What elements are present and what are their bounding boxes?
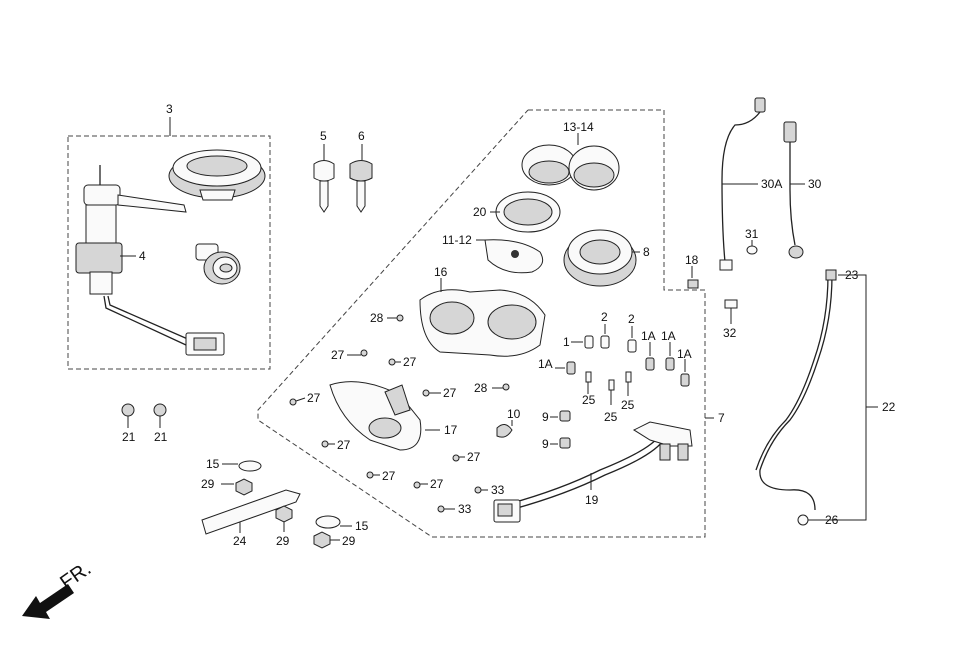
meter-cover: 17 [329, 381, 458, 451]
callout-17: 17 [444, 423, 458, 437]
seat-lock [195, 243, 241, 285]
callout-2a: 2 [601, 310, 608, 324]
meter-case-top: 13-14 [521, 120, 620, 191]
callout-15a: 15 [206, 457, 220, 471]
callout-27a: 27 [331, 348, 345, 362]
bulbs: 1 2 2 1A 1A 1A 1A 25 25 [538, 310, 692, 424]
callout-5: 5 [320, 129, 327, 143]
dial-plate: 11-12 [442, 233, 544, 274]
callout-30: 30 [808, 177, 822, 191]
sockets: 9 9 [542, 410, 571, 451]
screws: 28 27 27 27 27 28 27 27 27 [289, 311, 510, 491]
arrow-down-left-icon [22, 584, 74, 619]
callout-21a: 21 [122, 430, 136, 444]
callout-1A-c: 1A [677, 347, 692, 361]
mounting-hardware: 21 21 15 29 24 29 15 29 [121, 403, 369, 549]
callout-21b: 21 [154, 430, 168, 444]
callout-9a: 9 [542, 410, 549, 424]
callout-29a: 29 [201, 477, 215, 491]
callout-20: 20 [473, 205, 487, 219]
callout-1: 1 [563, 335, 570, 349]
callout-6: 6 [358, 129, 365, 143]
meter-harness: 19 [493, 421, 693, 523]
callout-27b: 27 [403, 355, 417, 369]
keys: 5 6 [313, 129, 373, 213]
callout-28b: 28 [474, 381, 488, 395]
callout-1A-b: 1A [661, 329, 676, 343]
callout-27c: 27 [307, 391, 321, 405]
meter-assembly-group: 7 13-14 20 11-12 [257, 109, 725, 538]
clamp: 10 [496, 407, 521, 438]
callout-26: 26 [825, 513, 839, 527]
callout-30A: 30A [761, 177, 782, 191]
callout-22: 22 [882, 400, 896, 414]
callout-7: 7 [718, 411, 725, 425]
bracket [201, 489, 301, 535]
lock-set-group: 3 4 [67, 102, 271, 370]
front-direction-indicator: FR. [22, 558, 95, 619]
fuel-gauge: 8 [563, 229, 650, 287]
ignition-switch: 4 [75, 165, 225, 356]
callout-10: 10 [507, 407, 521, 421]
callout-1A-a: 1A [641, 329, 656, 343]
callout-25b: 25 [604, 410, 618, 424]
callout-15b: 15 [355, 519, 369, 533]
key-blank-5 [313, 160, 335, 182]
callout-24: 24 [233, 534, 247, 548]
callout-18: 18 [685, 253, 699, 267]
fuel-cap-lock [168, 149, 266, 201]
callout-31: 31 [745, 227, 759, 241]
callout-13-14: 13-14 [563, 120, 594, 134]
callout-32: 32 [723, 326, 737, 340]
callout-28a: 28 [370, 311, 384, 325]
callout-27f: 27 [467, 450, 481, 464]
callout-27g: 27 [382, 469, 396, 483]
callout-4: 4 [139, 249, 146, 263]
callout-27e: 27 [337, 438, 351, 452]
dial-face: 20 [473, 191, 561, 233]
callout-16: 16 [434, 265, 448, 279]
callout-19: 19 [585, 493, 599, 507]
meter-assembly-frame [257, 109, 706, 538]
callout-3: 3 [166, 102, 173, 116]
callout-23: 23 [845, 268, 859, 282]
lock-set-frame [67, 135, 271, 370]
callout-11-12: 11-12 [442, 233, 472, 247]
callout-1A-d: 1A [538, 357, 553, 371]
meter-case-lower: 16 [419, 265, 546, 357]
callout-8: 8 [643, 245, 650, 259]
screws-33: 33 33 [437, 483, 505, 516]
callout-25a: 25 [582, 393, 596, 407]
callout-25c: 25 [621, 398, 635, 412]
sensor-wires: 30A 30 31 18 32 [685, 97, 822, 340]
callout-29c: 29 [342, 534, 356, 548]
callout-9b: 9 [542, 437, 549, 451]
callout-2b: 2 [628, 312, 635, 326]
callout-33b: 33 [458, 502, 472, 516]
key-blank-6 [349, 160, 373, 182]
callout-27h: 27 [430, 477, 444, 491]
callout-27d: 27 [443, 386, 457, 400]
speedometer-cable: 23 22 26 [755, 268, 896, 527]
callout-29b: 29 [276, 534, 290, 548]
callout-33a: 33 [491, 483, 505, 497]
